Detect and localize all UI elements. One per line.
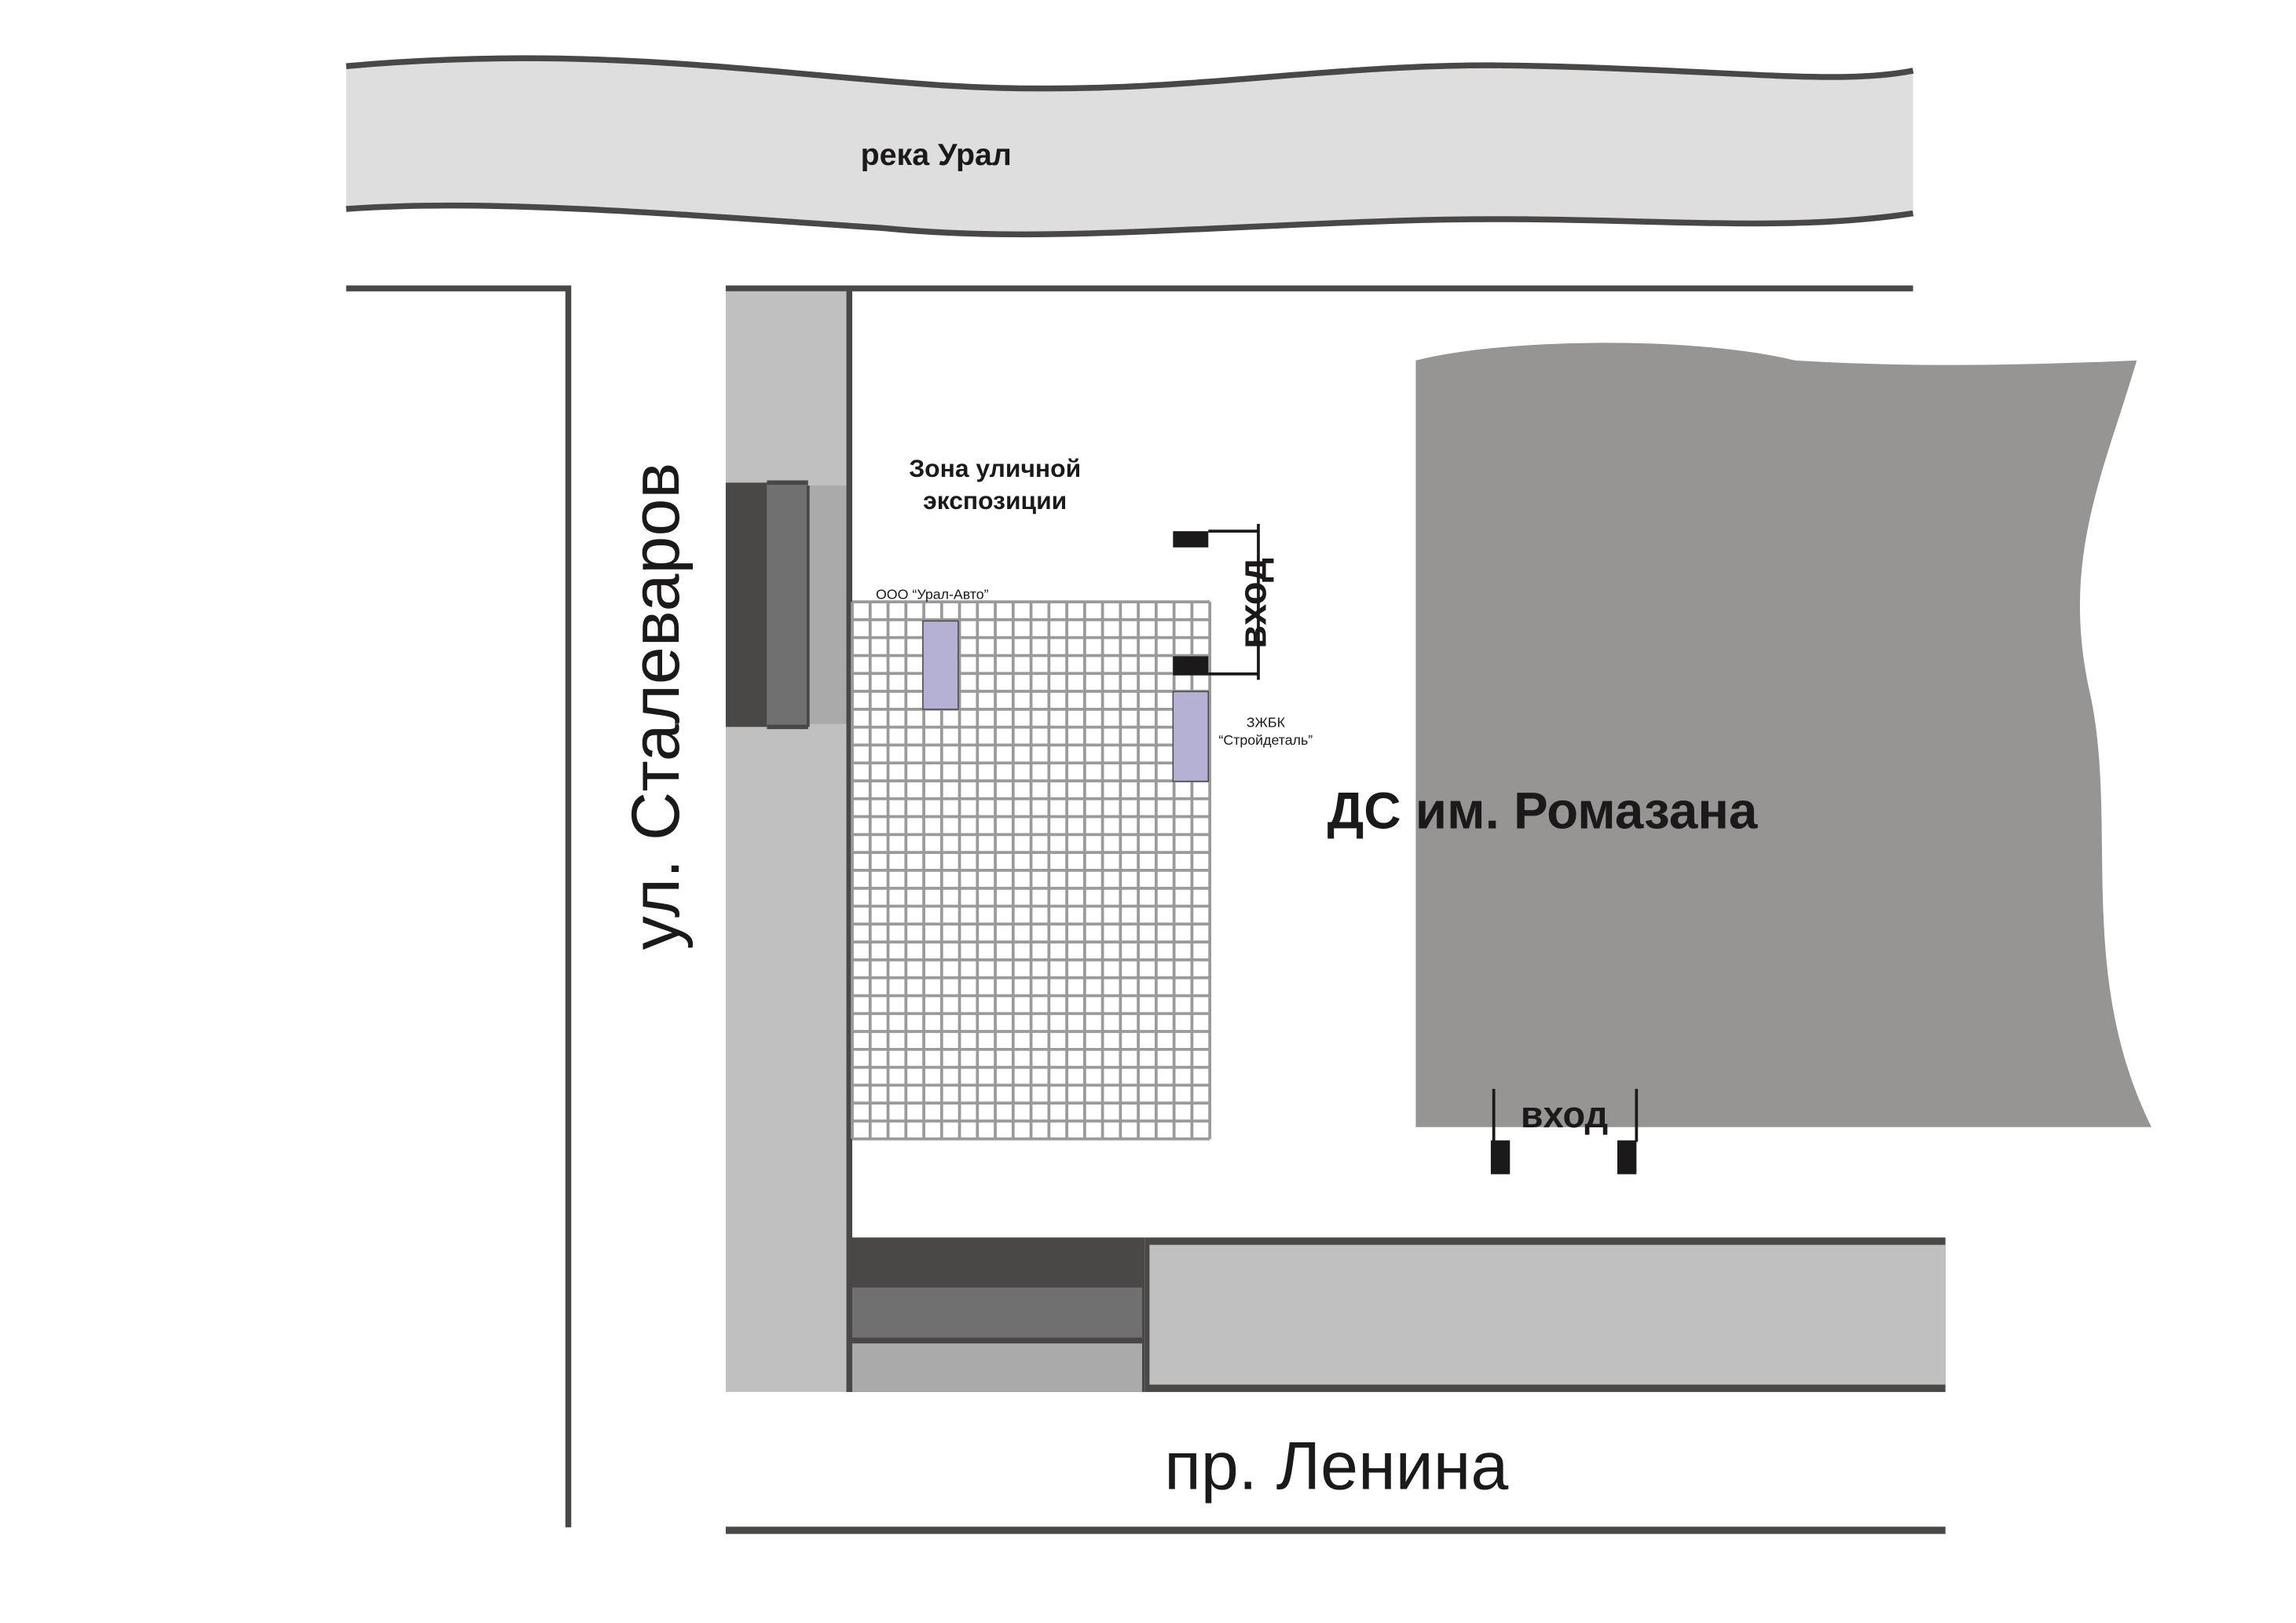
- side-entrance-label: вход: [1232, 558, 1274, 649]
- stand-stroydetal-label-1: ЗЖБК: [1247, 714, 1286, 730]
- building-label: ДС им. Ромазана: [1327, 782, 1758, 840]
- river-label: река Урал: [861, 137, 1012, 172]
- side-entrance[interactable]: вход: [1173, 523, 1274, 680]
- zone-label-2: экспозиции: [923, 486, 1067, 515]
- stand-stroydetal-label-2: “Стройдеталь”: [1219, 732, 1313, 748]
- parking-strip-left: [725, 291, 850, 1392]
- main-entrance-label: вход: [1521, 1094, 1608, 1135]
- stand-stroydetal[interactable]: [1172, 691, 1210, 782]
- exposition-zone-grid: [851, 600, 1212, 1141]
- main-entrance[interactable]: вход: [1490, 1089, 1639, 1174]
- river-bank-top: [346, 55, 1914, 92]
- street-edge-left: [346, 285, 572, 1528]
- street-label-stalevarov: ул. Сталеваров: [618, 463, 694, 950]
- stand-ural-avto[interactable]: [922, 620, 959, 710]
- street-label-lenina: пр. Ленина: [1164, 1429, 1508, 1504]
- stand-ural-avto-label: ООО “Урал-Авто”: [876, 586, 989, 602]
- zone-label-1: Зона уличной: [909, 454, 1081, 482]
- river: [346, 58, 1913, 235]
- building-ds-romazana[interactable]: [1415, 343, 2151, 1127]
